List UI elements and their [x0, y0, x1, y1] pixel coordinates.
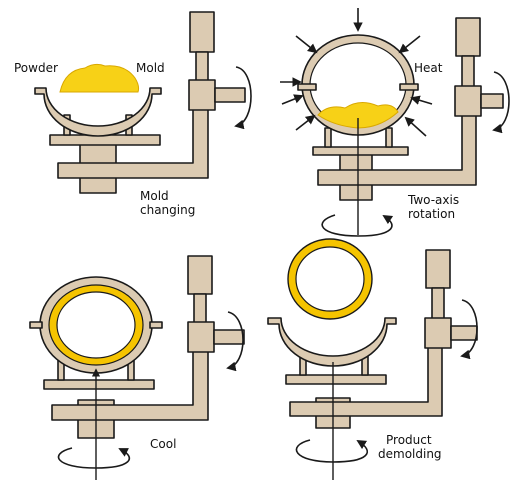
leg-right [385, 127, 393, 148]
rotation-arrow-icon [460, 299, 478, 360]
drive-shaft [461, 55, 475, 89]
label-mold-changing-line1: Mold [140, 189, 169, 203]
heat-arrow-icon [398, 35, 421, 54]
rotation-hub [454, 85, 482, 117]
axle [213, 329, 245, 345]
label-heat: Heat [414, 61, 443, 75]
motor-housing [425, 249, 451, 289]
label-powder: Powder [14, 61, 58, 75]
panel-heat: Heat Two-axis rotation [280, 8, 510, 237]
label-mold-changing-line2: changing [140, 203, 195, 217]
half-mold [34, 87, 162, 137]
rotation-hub [187, 321, 215, 353]
powder-heap [59, 63, 140, 93]
heat-arrow-icon [295, 114, 316, 131]
flange-right [399, 83, 419, 91]
rotation-hub [424, 317, 452, 349]
axle [480, 93, 504, 109]
platform [285, 374, 387, 385]
label-product-demolding-line2: demolding [378, 447, 442, 461]
drive-shaft [431, 287, 445, 321]
drive-shaft [193, 293, 207, 325]
flange-right [149, 321, 163, 329]
product-hollow [56, 291, 136, 359]
heat-arrow-icon [410, 95, 433, 105]
flange-left [297, 83, 317, 91]
rotation-arrow-icon [57, 447, 131, 469]
drive-shaft [195, 51, 209, 83]
flange-left [29, 321, 43, 329]
motor-housing [189, 11, 215, 53]
panel-cool: Cool [29, 255, 245, 480]
label-two-axis-line1: Two-axis [407, 193, 459, 207]
motor-housing [187, 255, 213, 295]
heat-arrow-icon [281, 94, 304, 105]
leg-left [324, 127, 332, 148]
product-hollow [295, 246, 365, 312]
rotation-arrow-icon [321, 214, 394, 237]
rotation-arrow-icon [295, 439, 369, 463]
powder-inside [317, 102, 399, 129]
rotation-hub [188, 79, 216, 111]
label-two-axis-line2: rotation [408, 207, 455, 221]
axle [450, 325, 478, 341]
platform [49, 134, 161, 146]
axle [214, 87, 246, 103]
rotation-arrow-icon [234, 66, 252, 130]
motor-housing [455, 17, 481, 57]
panel-mold-changing: Powder Mold Mold changing [14, 11, 252, 217]
label-product-demolding-line1: Product [386, 433, 432, 447]
rotation-arrow-icon [226, 311, 244, 372]
heat-arrow-icon [404, 116, 427, 137]
label-mold: Mold [136, 61, 165, 75]
platform [43, 379, 155, 390]
label-cool: Cool [150, 437, 176, 451]
half-mold [267, 317, 397, 367]
panel-product-demolding: Product demolding [267, 238, 478, 480]
rotation-arrow-icon [492, 71, 510, 134]
platform [312, 146, 409, 156]
heat-arrow-icon [295, 35, 318, 54]
